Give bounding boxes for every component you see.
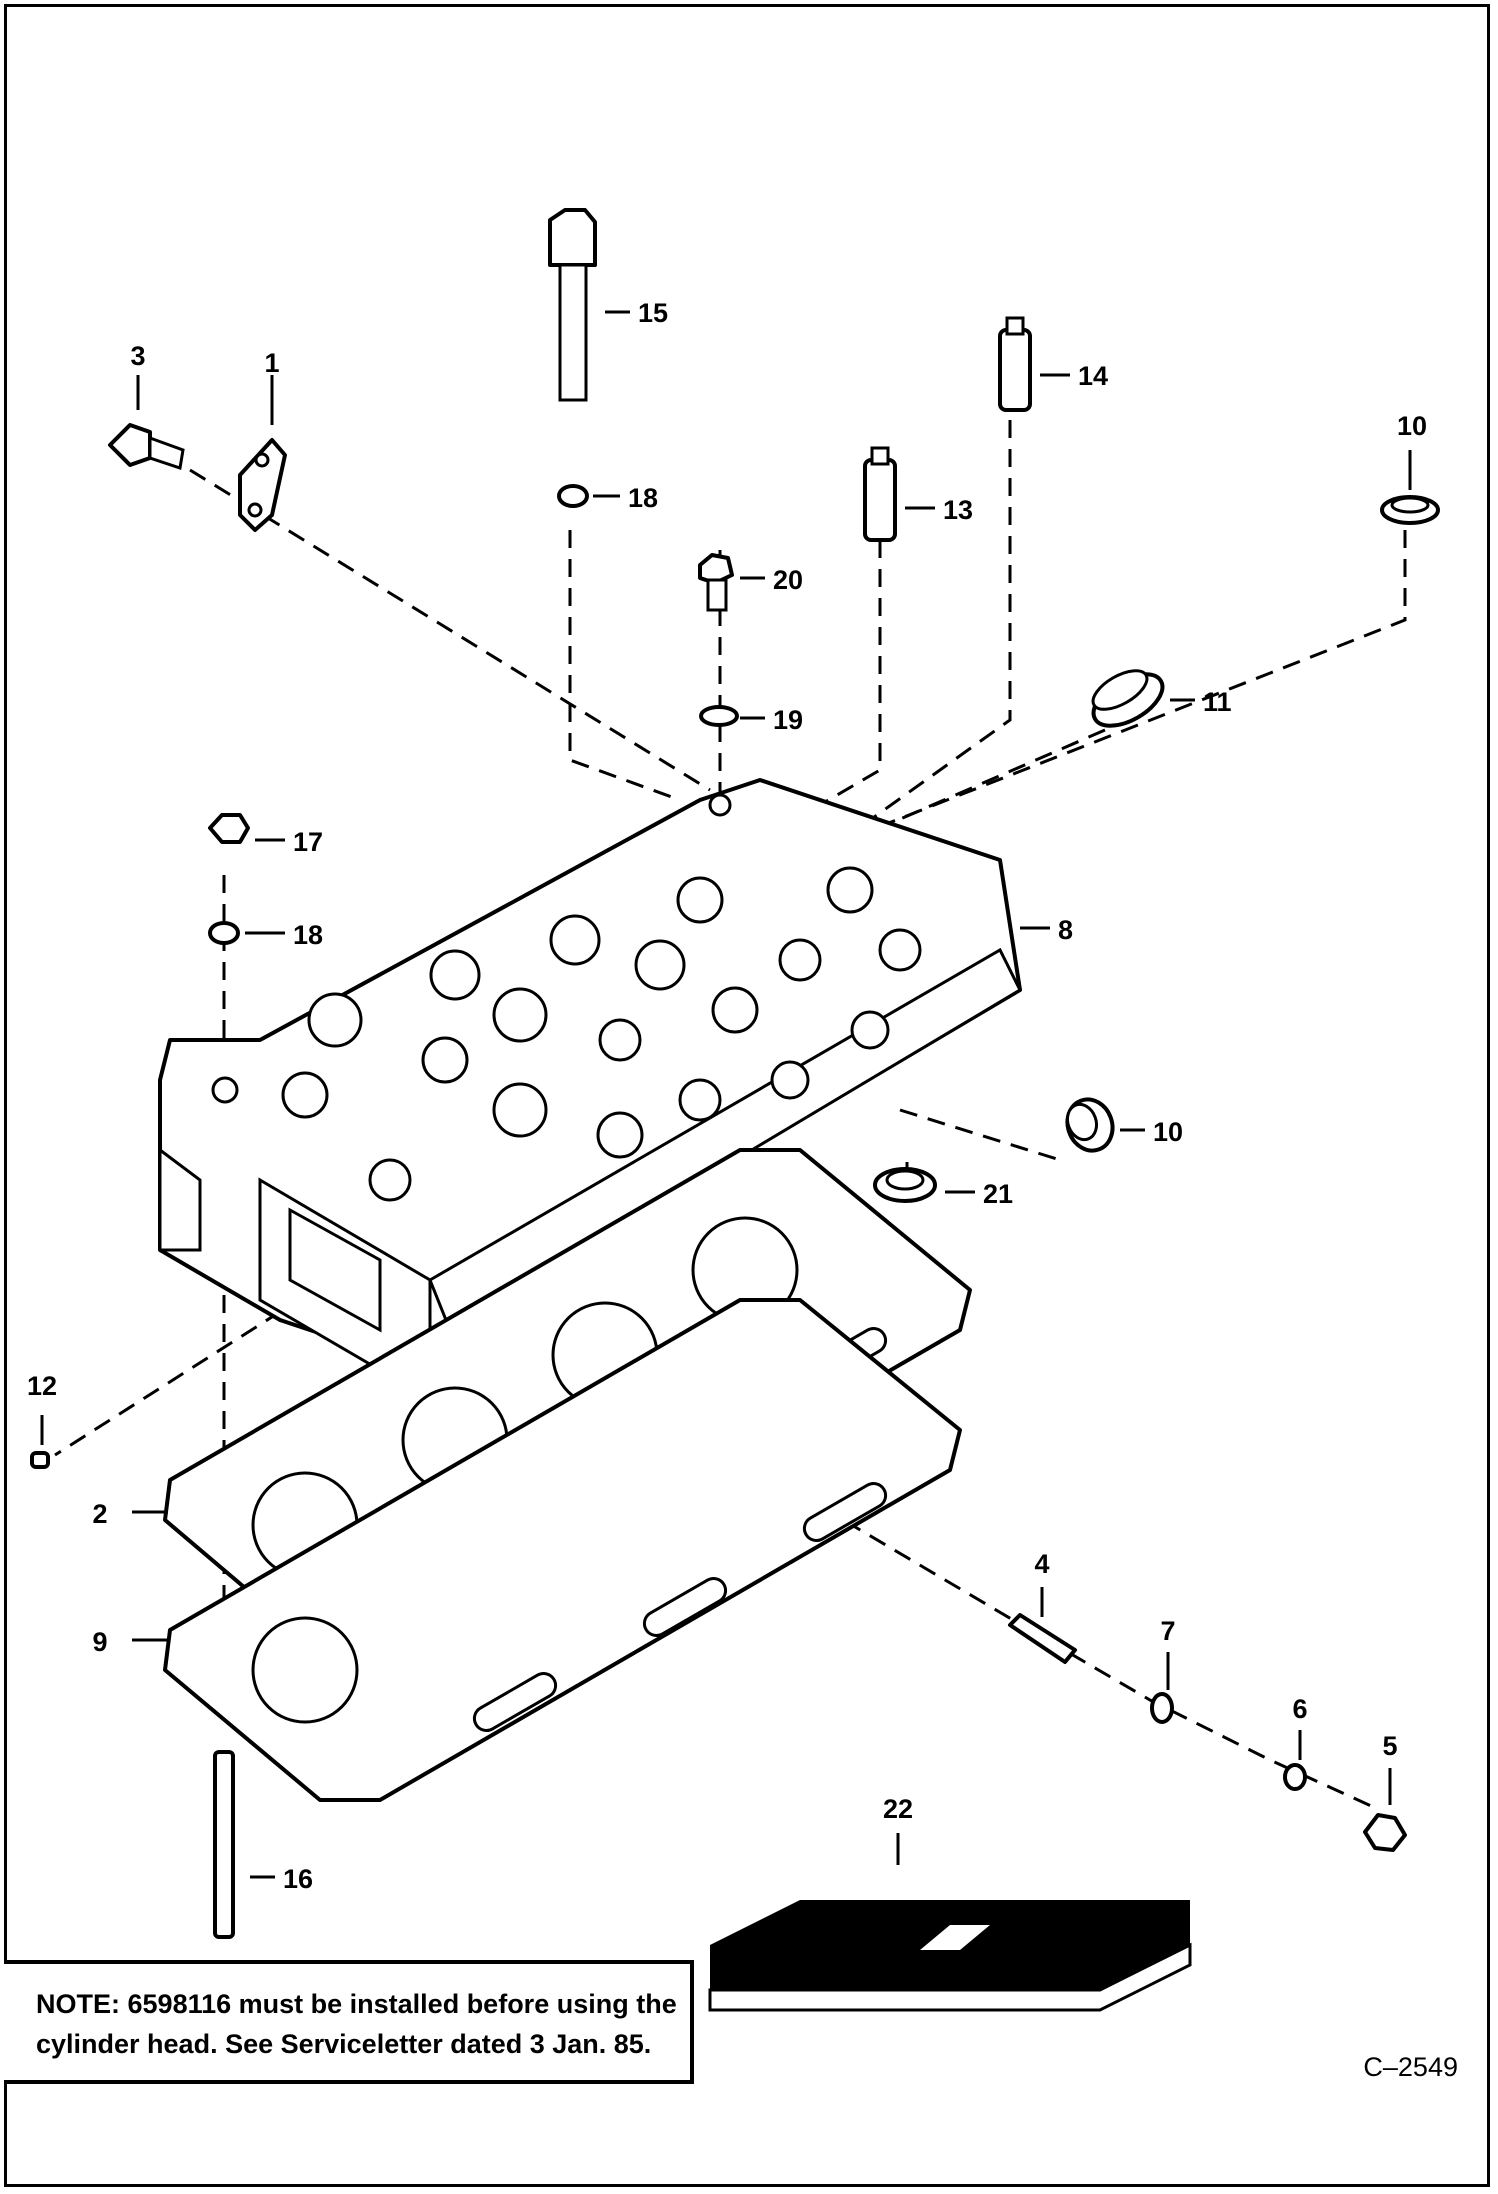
callout-19: 19 xyxy=(773,705,803,735)
note-label: NOTE: xyxy=(36,1989,120,2019)
head-ports xyxy=(211,793,922,1202)
callout-7: 7 xyxy=(1160,1616,1175,1646)
oil-seal xyxy=(873,1167,937,1203)
callout-16: 16 xyxy=(283,1864,313,1894)
head-gasket-lower xyxy=(163,1298,962,1802)
valve-guide-long xyxy=(998,316,1032,412)
sealing-washer xyxy=(699,705,739,727)
callout-21: 21 xyxy=(983,1179,1013,1209)
seal-upper xyxy=(1380,495,1440,525)
note-text-block: NOTE: 6598116 must be installed before u… xyxy=(36,1984,686,2064)
seal-lower xyxy=(1065,1097,1115,1153)
note-box: NOTE: 6598116 must be installed before u… xyxy=(4,1960,694,2084)
callout-17: 17 xyxy=(293,827,323,857)
callout-6: 6 xyxy=(1292,1694,1307,1724)
callout-3: 3 xyxy=(130,341,145,371)
callout-1: 1 xyxy=(264,348,279,378)
callout-9: 9 xyxy=(92,1627,107,1657)
callout-11: 11 xyxy=(1203,687,1232,717)
flat-washer-upper xyxy=(557,484,589,508)
gasket-kit xyxy=(708,1900,1192,2012)
long-stud xyxy=(213,1750,235,1939)
stud-nut-lower xyxy=(1363,1813,1407,1852)
callout-18-left: 18 xyxy=(293,920,323,950)
callout-5: 5 xyxy=(1382,1731,1397,1761)
small-bolt xyxy=(698,553,734,612)
dowel-pin xyxy=(30,1451,50,1469)
callout-18-upper: 18 xyxy=(628,483,658,513)
callout-12: 12 xyxy=(27,1371,57,1401)
callout-2: 2 xyxy=(92,1499,107,1529)
callout-13: 13 xyxy=(943,495,973,525)
valve-guide-short xyxy=(863,446,897,542)
cylinder-head xyxy=(158,778,1022,1372)
callout-10-upper: 10 xyxy=(1397,411,1427,441)
leader-lines xyxy=(40,310,1412,1879)
note-body: 6598116 must be installed before using t… xyxy=(36,1989,677,2059)
head-bolt-long xyxy=(548,208,597,402)
callout-8: 8 xyxy=(1058,915,1073,945)
lock-washer-6 xyxy=(1283,1763,1307,1791)
callout-numbers: 3 1 15 14 10 18 13 20 19 11 17 18 8 10 2… xyxy=(27,298,1427,1894)
callout-20: 20 xyxy=(773,565,803,595)
flat-washer-left xyxy=(208,921,240,945)
page-border xyxy=(4,4,1490,2187)
lifting-bracket xyxy=(238,438,287,532)
stud-short xyxy=(1008,1613,1077,1664)
lock-washer-7 xyxy=(1150,1692,1174,1724)
bracket-bolt xyxy=(108,423,185,470)
callout-10-lower: 10 xyxy=(1153,1117,1183,1147)
callout-15: 15 xyxy=(638,298,668,328)
figure-id: C–2549 xyxy=(1363,2052,1458,2082)
stud-nut-upper xyxy=(208,813,250,844)
expansion-plug xyxy=(1091,669,1165,728)
callout-4: 4 xyxy=(1034,1549,1049,1579)
callout-14: 14 xyxy=(1078,361,1108,391)
callout-22: 22 xyxy=(883,1794,913,1824)
